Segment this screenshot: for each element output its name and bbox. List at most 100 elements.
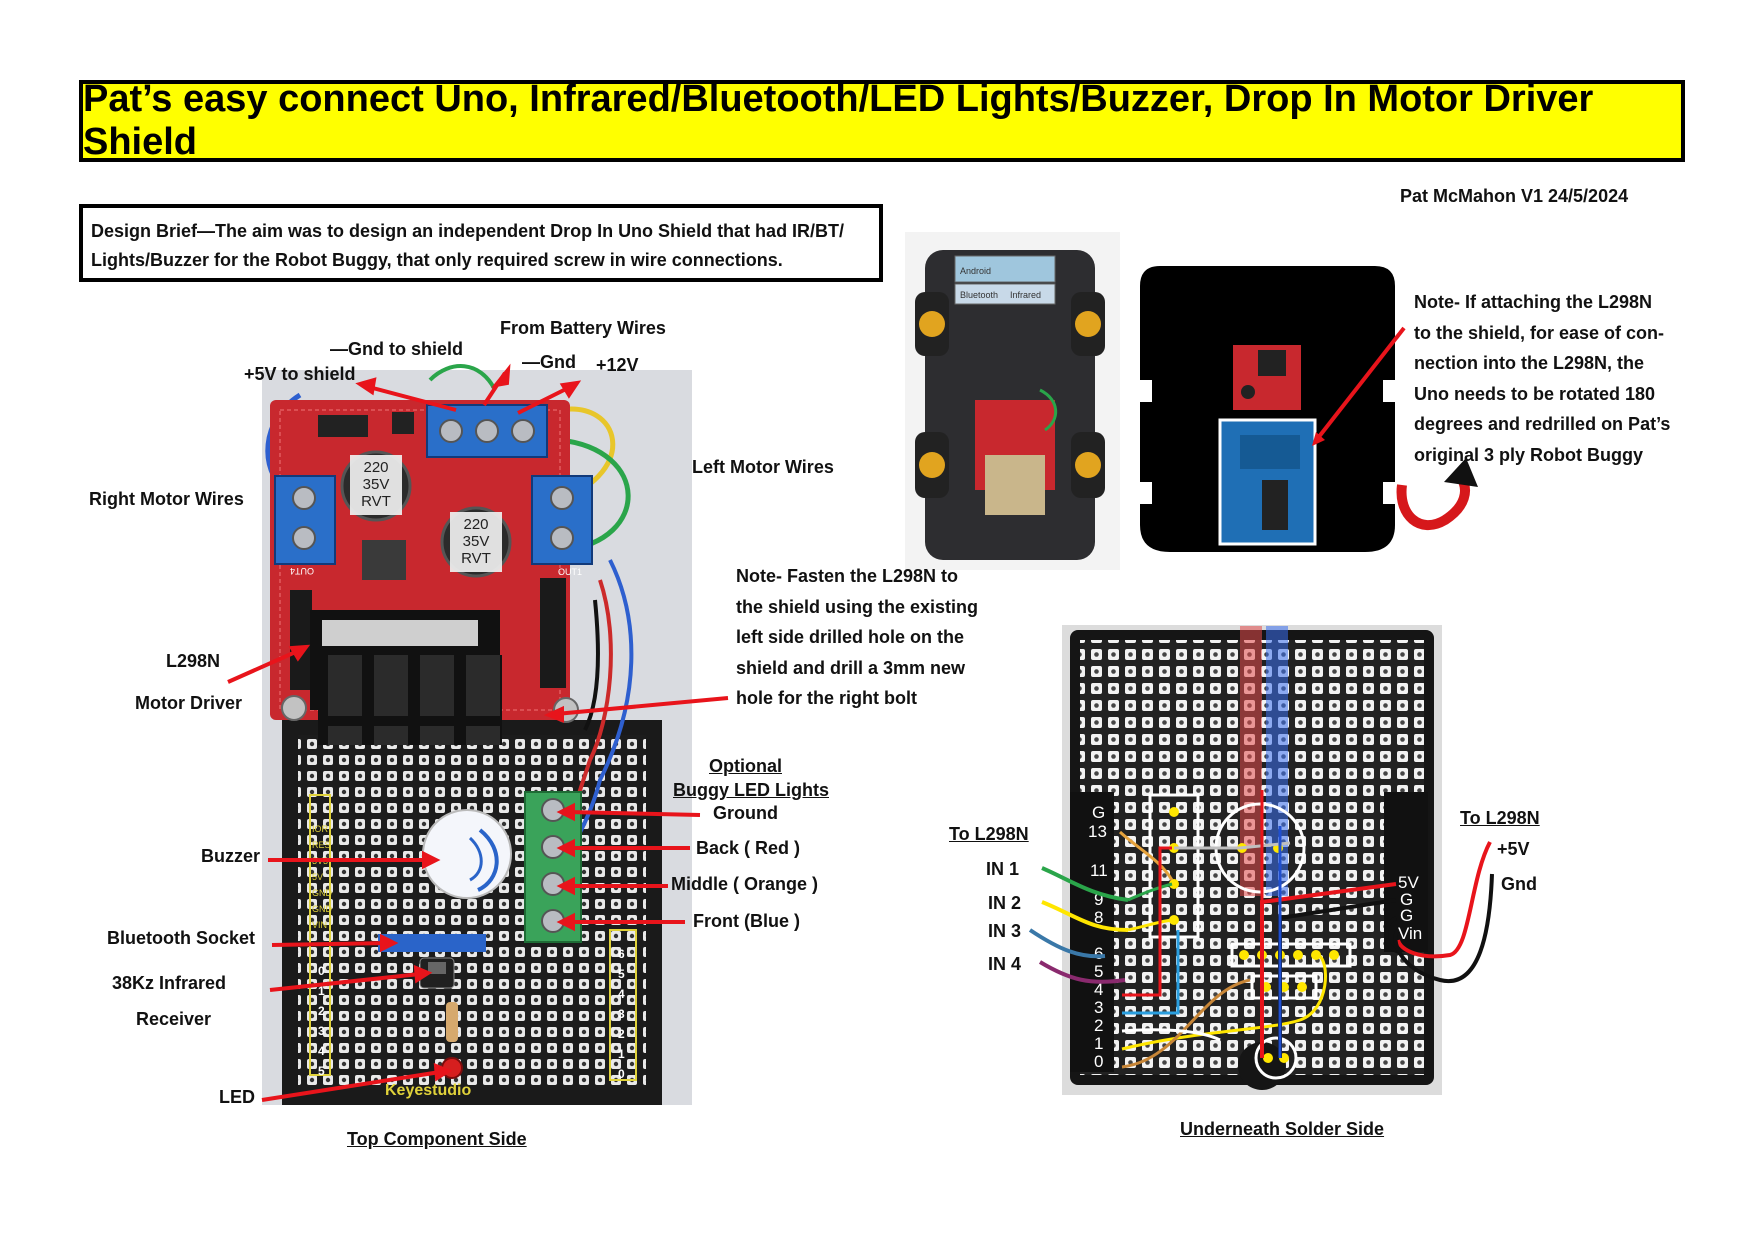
svg-text:0: 0: [1094, 1052, 1103, 1071]
design-brief-line-1: Design Brief—The aim was to design an in…: [91, 221, 845, 241]
author-version-date: Pat McMahon V1 24/5/2024: [1400, 186, 1629, 206]
svg-text:220: 220: [363, 459, 388, 476]
svg-text:G: G: [1092, 803, 1105, 822]
shield-left-digit-labels: 0 1 2 3 4 5: [318, 964, 325, 1078]
note-rotate-uno: Note- If attaching the L298N to the shie…: [1414, 287, 1670, 470]
keyestudio-brand: Keyestudio: [385, 1082, 471, 1099]
svg-text:RVT: RVT: [361, 493, 391, 510]
capacitor-2: 220 35V RVT: [440, 506, 512, 578]
svg-text:1: 1: [318, 984, 325, 998]
note-fasten-l298n: Note- Fasten the L298N to the shield usi…: [736, 561, 978, 714]
svg-text:Bluetooth: Bluetooth: [960, 290, 998, 300]
label-middle-orange: Middle ( Orange ): [671, 874, 819, 894]
note-rotate-line: Note- If attaching the L298N: [1414, 292, 1653, 312]
svg-text:3: 3: [318, 1024, 325, 1038]
label-infrared-2: Receiver: [136, 1009, 212, 1029]
label-gnd-to-shield: —Gnd to shield: [330, 339, 463, 359]
note-rotate-line: degrees and redrilled on Pat’s: [1414, 414, 1671, 434]
label-in4: IN 4: [988, 954, 1022, 974]
label-ground: Ground: [713, 803, 778, 823]
svg-text:0: 0: [618, 1067, 625, 1081]
svg-text:2: 2: [318, 1004, 325, 1018]
svg-text:4: 4: [318, 1044, 325, 1058]
svg-text:IOR: IOR: [312, 824, 329, 834]
note-fasten-line: the shield using the existing: [736, 596, 979, 617]
note-fasten-line: left side drilled hole on the: [736, 627, 965, 647]
label-buggy-led-lights: Buggy LED Lights: [673, 780, 829, 800]
uno-rotation-diagram: [1140, 266, 1478, 552]
caption-top-component-side: Top Component Side: [347, 1129, 527, 1149]
svg-text:RVT: RVT: [461, 550, 491, 567]
out1-label: OUT1: [558, 567, 582, 577]
svg-text:220: 220: [463, 516, 488, 533]
note-fasten-line: hole for the right bolt: [736, 688, 917, 708]
top-component-photo: IOR RES 3V3 5V GND GND VIN 0 1 2 3 4 5 6…: [262, 364, 692, 1105]
svg-text:G: G: [1400, 890, 1413, 909]
bluetooth-socket: [378, 934, 486, 952]
svg-text:3: 3: [1094, 998, 1103, 1017]
label-front-blue: Front (Blue ): [693, 911, 800, 931]
label-bluetooth-socket: Bluetooth Socket: [107, 928, 256, 948]
note-fasten-line: shield and drill a 3mm new: [736, 657, 966, 678]
out4-label: OUT4: [290, 566, 314, 576]
label-l298n: L298N: [166, 651, 221, 671]
page-title: Pat’s easy connect Uno, Infrared/Bluetoo…: [79, 78, 1685, 163]
power-terminal-block: [426, 404, 548, 458]
svg-text:5: 5: [1094, 962, 1103, 981]
svg-text:6: 6: [1094, 944, 1103, 963]
note-rotate-line: Uno needs to be rotated 180: [1414, 383, 1656, 404]
svg-text:RES: RES: [312, 840, 331, 850]
solder-left-pin-labels: G 13 11 9 8 6 5 4 3 2 1 0: [1088, 803, 1108, 1071]
svg-text:5: 5: [618, 967, 625, 981]
svg-text:1: 1: [618, 1047, 625, 1061]
buzzer-component: [422, 809, 512, 899]
label-12v: +12V: [596, 355, 639, 375]
design-brief-box: Design Brief—The aim was to design an in…: [79, 204, 883, 282]
svg-text:4: 4: [1094, 980, 1103, 999]
label-to-l298n-right: To L298N: [1460, 808, 1540, 828]
svg-text:8: 8: [1094, 908, 1103, 927]
svg-text:5V: 5V: [1398, 873, 1419, 892]
label-in2: IN 2: [988, 893, 1022, 913]
label-buzzer: Buzzer: [201, 846, 261, 866]
label-solder-gnd: Gnd: [1501, 874, 1537, 894]
left-motor-terminal: [531, 475, 593, 565]
label-plus-5v: +5V: [1497, 839, 1530, 859]
note-rotate-line: to the shield, for ease of con-: [1414, 322, 1665, 343]
top-arrows: [227, 363, 729, 1102]
label-from-battery: From Battery Wires: [500, 318, 666, 338]
svg-text:Android: Android: [960, 266, 991, 276]
caption-underneath-solder-side: Underneath Solder Side: [1180, 1119, 1385, 1139]
label-motor-driver: Motor Driver: [135, 693, 243, 713]
note-fasten-line: Note- Fasten the L298N to: [736, 566, 959, 586]
svg-text:Infrared: Infrared: [1010, 290, 1041, 300]
label-optional: Optional: [709, 756, 782, 776]
label-in3: IN 3: [988, 921, 1022, 941]
note-rotate-line: nection into the L298N, the: [1414, 353, 1645, 373]
robot-buggy-photo: Android Bluetooth Infrared: [905, 232, 1120, 570]
svg-text:VIN: VIN: [312, 920, 327, 930]
svg-text:G: G: [1400, 906, 1413, 925]
label-back-red: Back ( Red ): [696, 838, 801, 858]
label-right-motor-wires: Right Motor Wires: [89, 489, 244, 509]
svg-text:5: 5: [318, 1064, 325, 1078]
svg-text:6: 6: [618, 947, 625, 961]
svg-text:35V: 35V: [463, 533, 490, 550]
svg-text:3: 3: [618, 1007, 625, 1021]
svg-text:4: 4: [618, 987, 625, 1001]
capacitor-1: 220 35V RVT: [340, 450, 412, 522]
svg-text:5V: 5V: [312, 872, 323, 882]
label-battery-gnd: —Gnd: [522, 352, 576, 372]
svg-text:13: 13: [1088, 822, 1107, 841]
svg-text:2: 2: [1094, 1016, 1103, 1035]
underneath-solder-photo: G 13 11 9 8 6 5 4 3 2 1 0 5V G G Vin: [1062, 625, 1442, 1095]
label-led: LED: [219, 1087, 255, 1107]
svg-text:Vin: Vin: [1398, 924, 1422, 943]
design-brief-line-2: Lights/Buzzer for the Robot Buggy, that …: [91, 250, 783, 270]
svg-text:0: 0: [318, 964, 325, 978]
svg-text:11: 11: [1090, 861, 1108, 880]
shield-right-digit-labels: 6 5 4 3 2 1 0: [618, 947, 625, 1081]
svg-text:35V: 35V: [363, 476, 390, 493]
solder-external-wires: [1028, 841, 1494, 984]
